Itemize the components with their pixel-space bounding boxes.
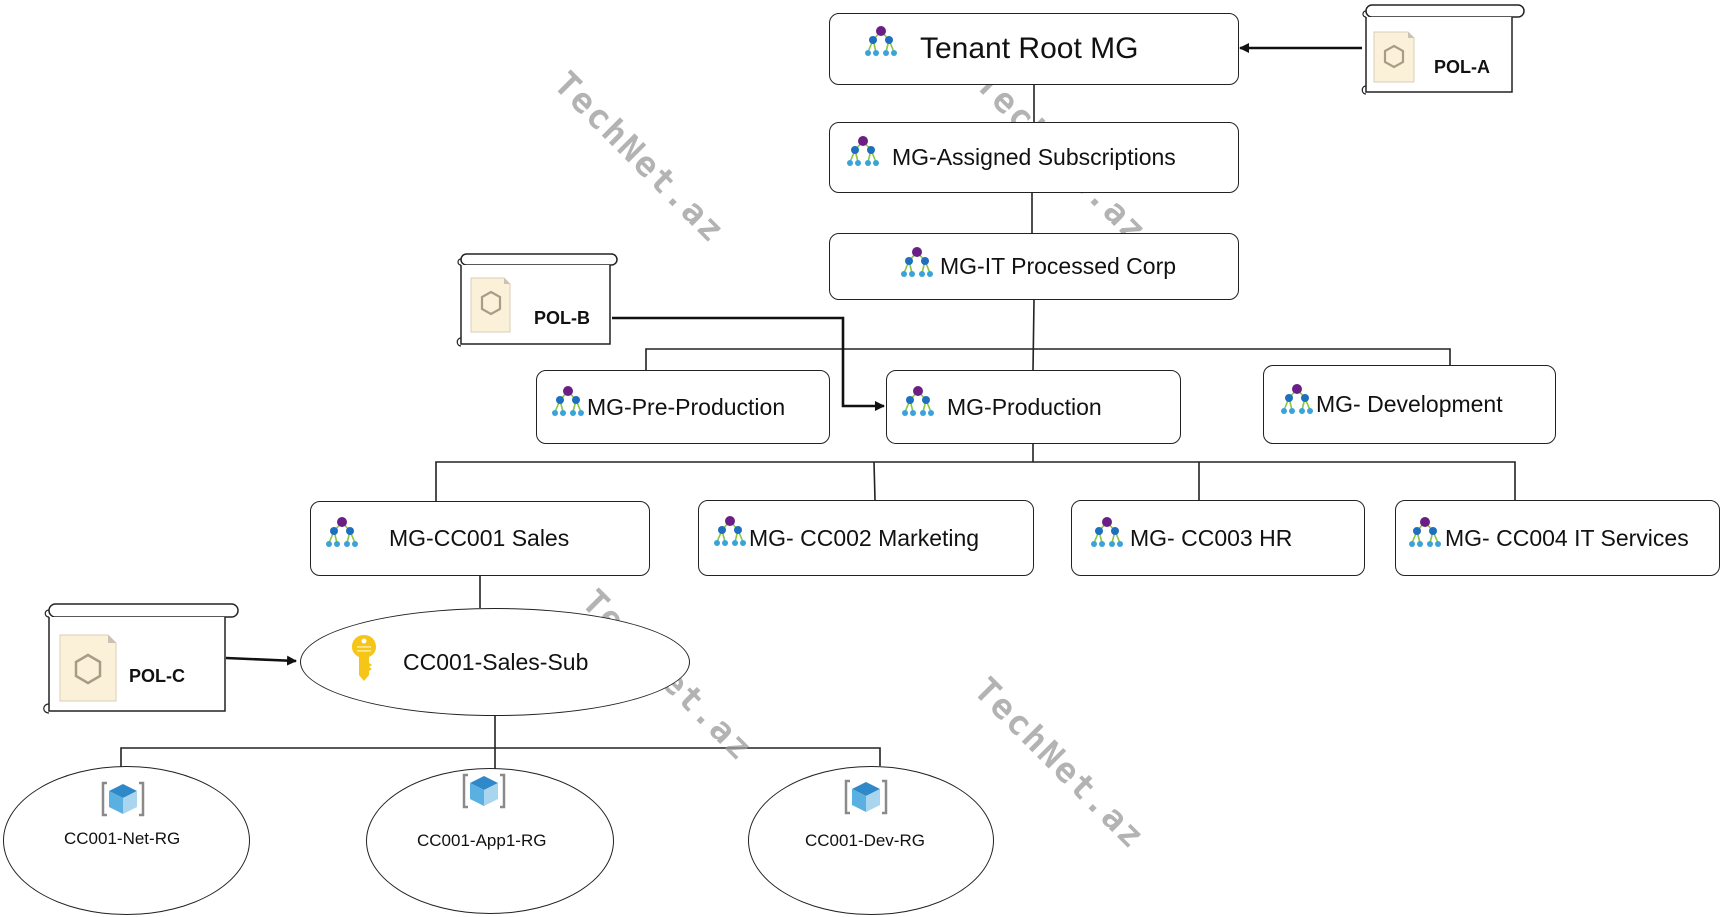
management-group-icon <box>901 246 933 277</box>
resource-group-label: CC001-Net-RG <box>64 829 181 848</box>
management-group-icon <box>902 386 934 416</box>
mg-label: MG-Pre-Production <box>587 393 786 420</box>
mg-production[interactable]: MG-Production <box>886 370 1181 444</box>
subscription-label: CC001-Sales-Sub <box>403 649 589 675</box>
key-icon <box>352 635 376 681</box>
mg-label: MG-IT Processed Corp <box>940 253 1177 279</box>
mg-label: MG- CC004 IT Services <box>1445 524 1689 551</box>
scroll-shape <box>43 603 239 714</box>
mg-development[interactable]: MG- Development <box>1263 365 1556 444</box>
resource-group-node[interactable]: CC001-Dev-RG <box>748 766 994 915</box>
resource-group-label: CC001-Dev-RG <box>805 831 925 850</box>
link-production-bus <box>435 461 1516 502</box>
mg-cc004-it-services[interactable]: MG- CC004 IT Services <box>1395 500 1720 576</box>
resource-group-node[interactable]: CC001-App1-RG <box>366 768 614 914</box>
resource-group-icon <box>462 773 506 809</box>
mg-cc002-marketing[interactable]: MG- CC002 Marketing <box>698 500 1034 576</box>
management-group-icon <box>326 516 358 547</box>
policy-scroll-pol-c[interactable]: POL-C <box>30 601 240 715</box>
management-group-icon <box>552 386 584 416</box>
management-group-icon <box>847 135 879 166</box>
mg-cc001-sales[interactable]: MG-CC001 Sales <box>310 501 650 576</box>
policy-document-icon <box>1373 31 1415 83</box>
resource-group-label: CC001-App1-RG <box>417 831 547 850</box>
policy-label: POL-C <box>129 666 185 686</box>
management-group-icon <box>714 516 746 546</box>
mg-label: MG- CC002 Marketing <box>749 524 980 551</box>
mg-label: MG- CC003 HR <box>1130 524 1293 551</box>
mg-label: Tenant Root MG <box>920 32 1139 65</box>
management-group-icon <box>865 26 897 56</box>
mg-label: MG-Production <box>947 393 1102 420</box>
arrow-pol-b-to-production <box>612 316 885 411</box>
policy-document-icon <box>470 277 511 333</box>
policy-document-icon <box>59 634 117 702</box>
resource-group-icon <box>101 781 145 817</box>
scroll-shape <box>456 253 618 347</box>
link-itcorp-bus <box>645 348 1451 370</box>
arrow-pol-c-to-sub <box>225 655 297 666</box>
mg-assigned-subscriptions[interactable]: MG-Assigned Subscriptions <box>829 122 1239 193</box>
resource-group-icon <box>844 779 888 815</box>
mg-label: MG-Assigned Subscriptions <box>892 144 1176 170</box>
management-group-icon <box>1091 517 1123 547</box>
scroll-shape <box>1361 4 1525 95</box>
policy-scroll-pol-b[interactable]: POL-B <box>450 252 618 348</box>
policy-scroll-pol-a[interactable]: POL-A <box>1360 2 1528 98</box>
mg-label: MG-CC001 Sales <box>389 525 570 551</box>
mg-pre-production[interactable]: MG-Pre-Production <box>536 370 830 444</box>
resource-group-node[interactable]: CC001-Net-RG <box>3 766 250 915</box>
policy-label: POL-A <box>1434 57 1490 77</box>
mg-cc003-hr[interactable]: MG- CC003 HR <box>1071 500 1365 576</box>
mg-tenant-root[interactable]: Tenant Root MG <box>829 13 1239 85</box>
policy-label: POL-B <box>534 308 590 328</box>
subscription-node[interactable]: CC001-Sales-Sub <box>300 608 690 716</box>
management-group-icon <box>1409 517 1441 547</box>
link-itcorp-trunk <box>1032 299 1035 371</box>
link-sub-bus <box>120 747 881 768</box>
management-group-icon <box>1281 383 1313 414</box>
mg-label: MG- Development <box>1316 391 1503 417</box>
link-bus-to-cc002 <box>873 461 876 501</box>
mg-it-processed-corp[interactable]: MG-IT Processed Corp <box>829 233 1239 300</box>
